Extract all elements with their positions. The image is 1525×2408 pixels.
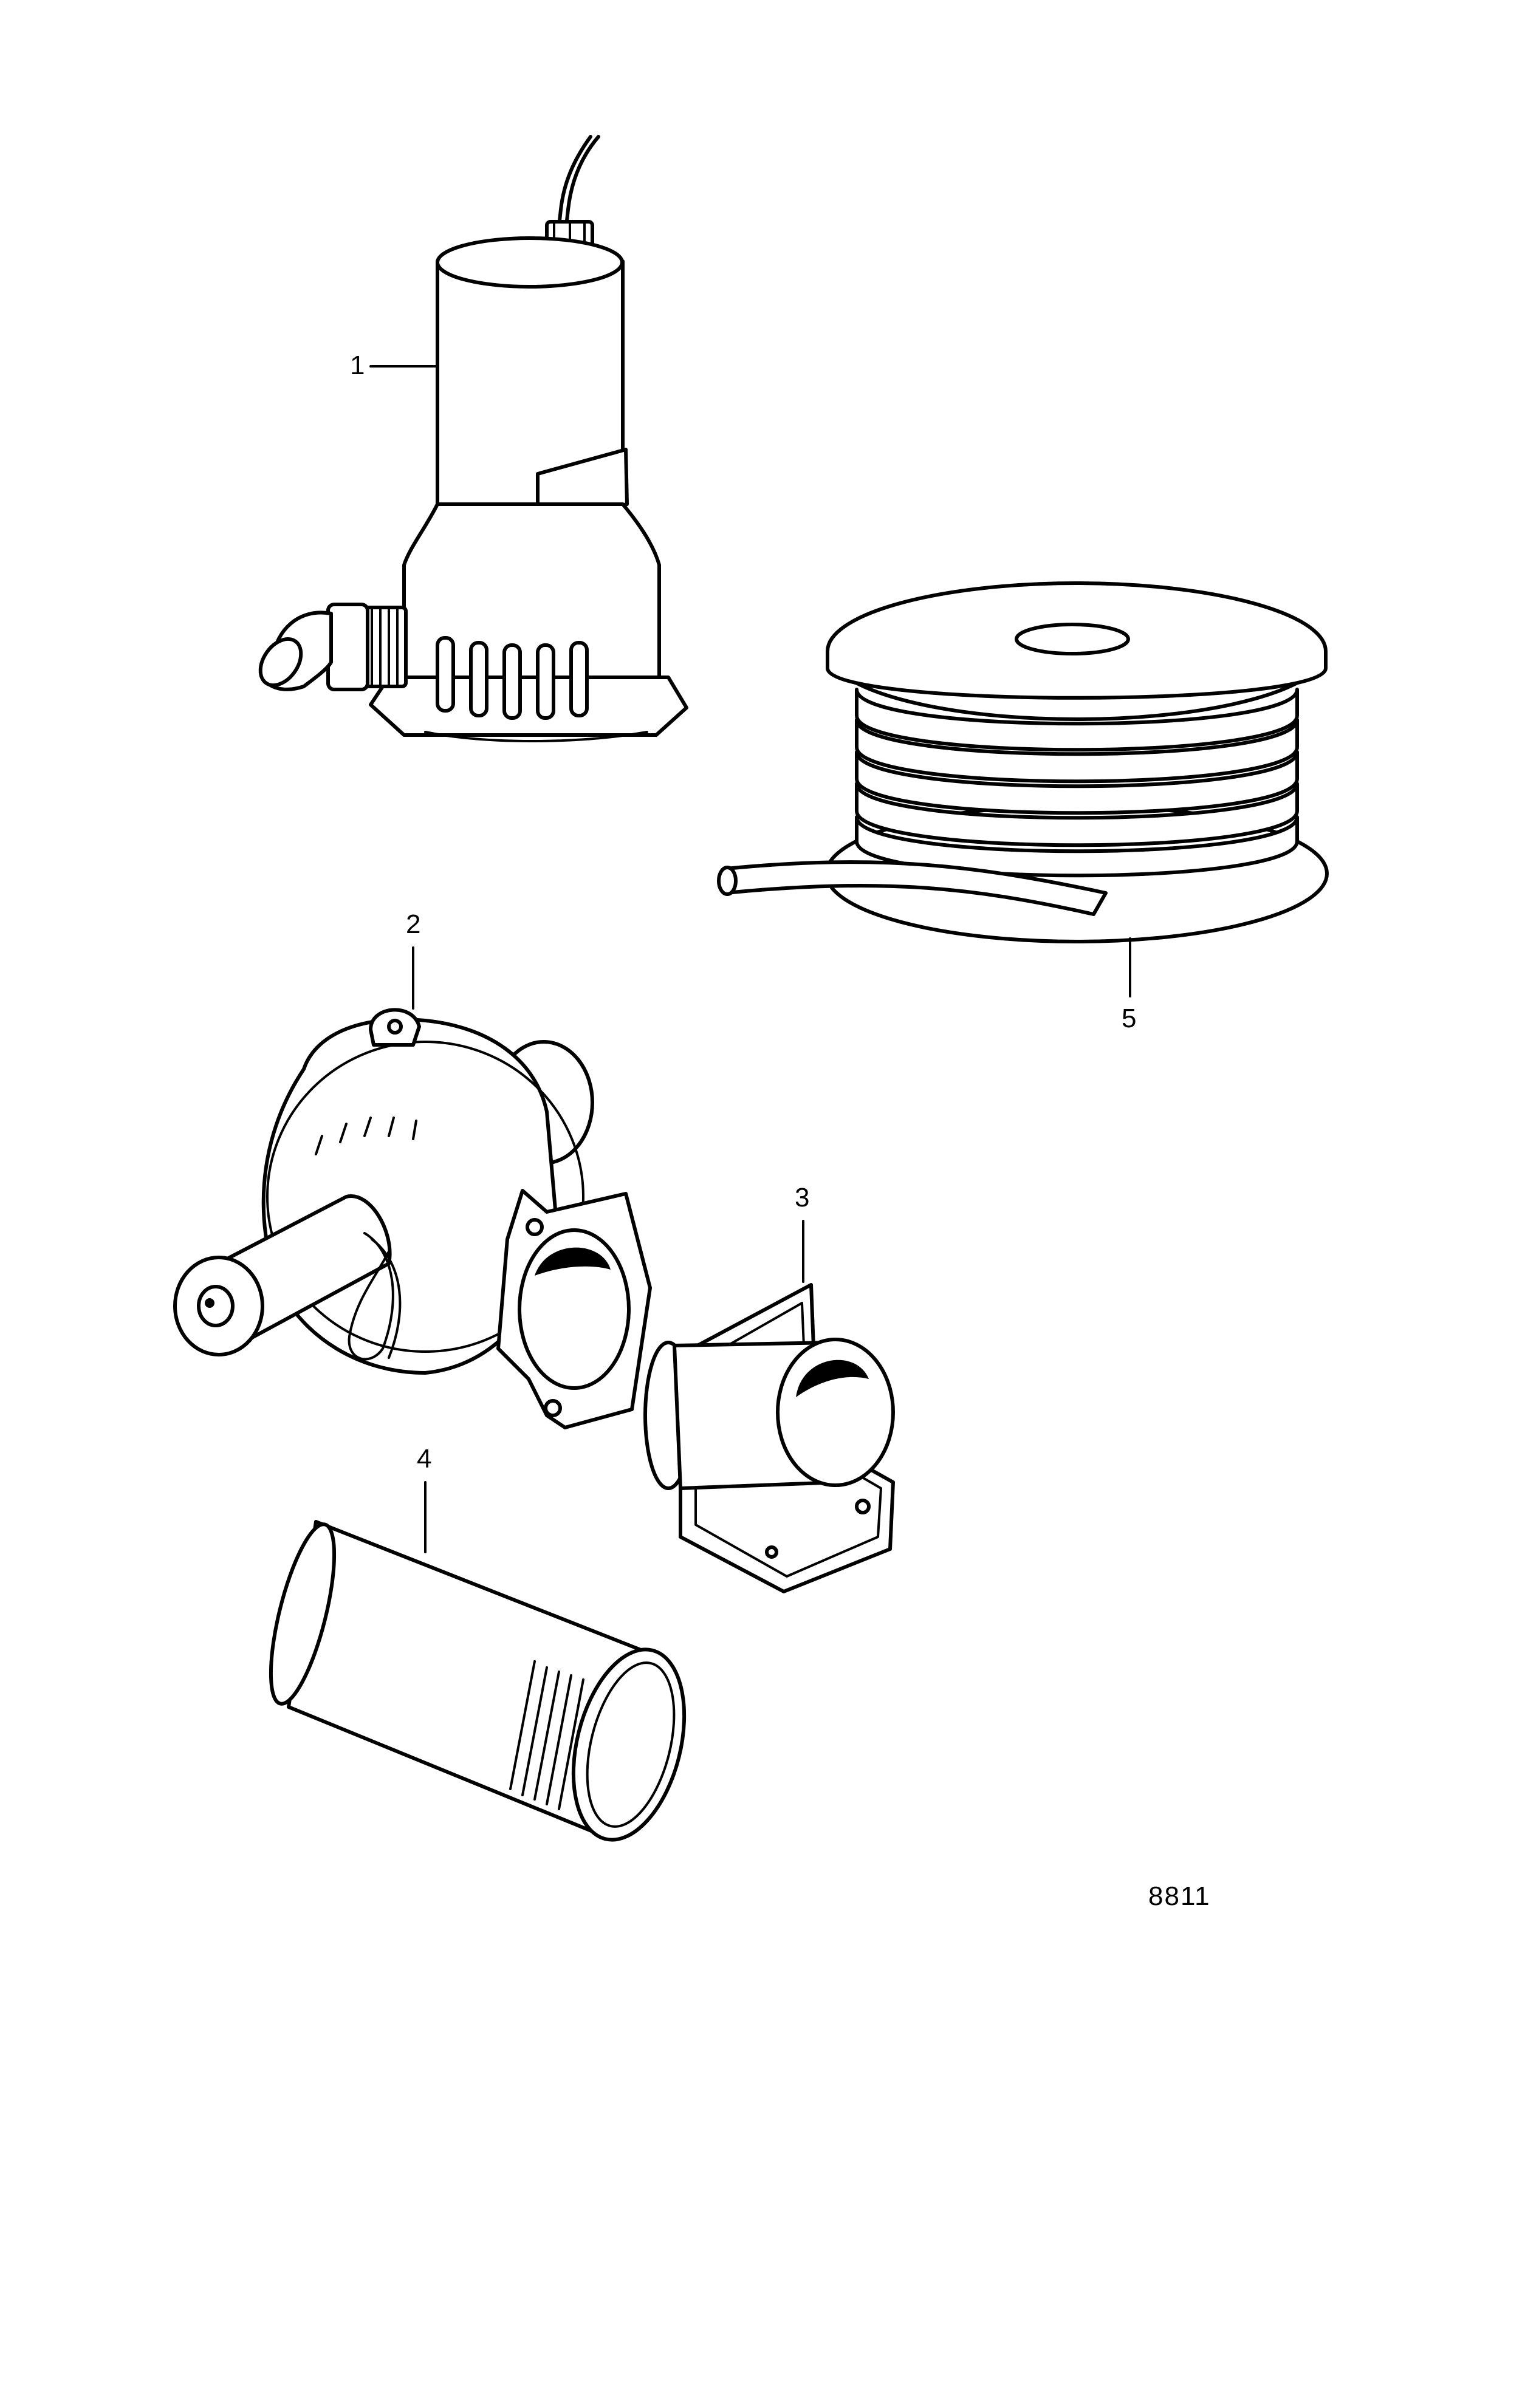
- part-submersible-pump: [258, 135, 688, 742]
- callout-2: 2: [406, 909, 421, 939]
- callout-3: 3: [795, 1183, 810, 1213]
- figure-number: 8811: [1148, 1881, 1211, 1911]
- callout-5: 5: [1122, 1004, 1137, 1033]
- callout-4: 4: [417, 1444, 432, 1474]
- part-hose-reel: [717, 581, 1329, 997]
- pump-intake-slots: [436, 636, 589, 720]
- part-threaded-pipe: [269, 1481, 687, 1842]
- part-flange-adapter: [643, 1220, 895, 1593]
- part-blower-fan: [173, 946, 652, 1429]
- callout-1: 1: [350, 351, 365, 380]
